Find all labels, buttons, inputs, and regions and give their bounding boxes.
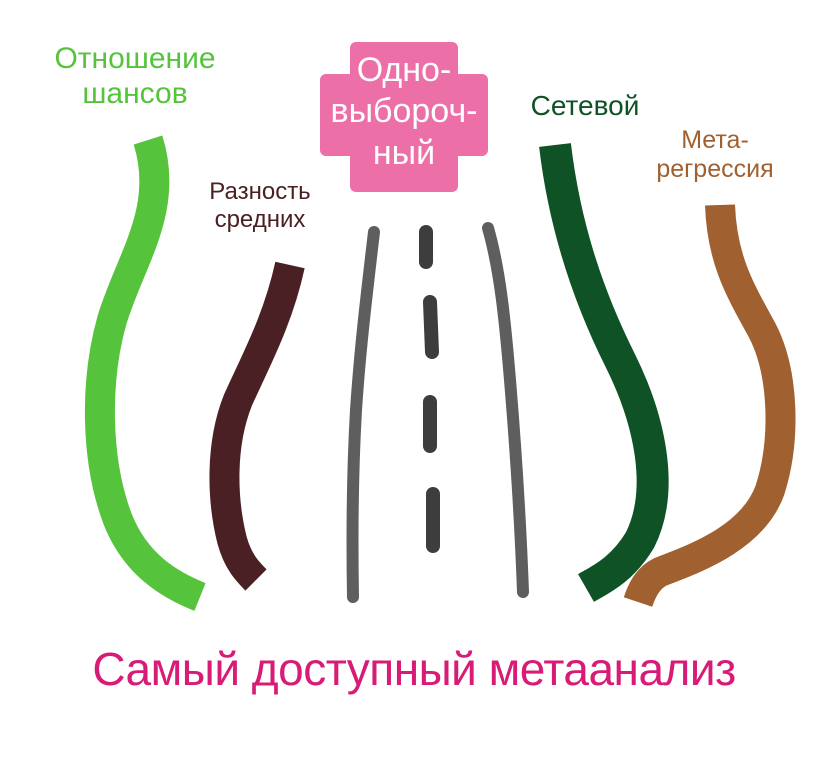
meta-regression-path <box>623 204 796 608</box>
odds-ratio-label: Отношение шансов <box>20 42 250 111</box>
meta-regression-label-line2: регрессия <box>656 154 774 183</box>
mean-difference-label-line2: средних <box>214 205 306 233</box>
mean-difference-label-line1: Разность <box>209 178 311 205</box>
one-sample-label-line1: Одно- <box>356 51 452 89</box>
odds-ratio-label-line1: Отношение <box>54 42 216 75</box>
one-sample-label-line2: выбороч- <box>330 92 478 131</box>
mean-difference-label: Разность средних <box>180 178 340 233</box>
diagram-title: Самый доступный метаанализ <box>92 643 736 695</box>
road-center-dashes <box>419 225 440 553</box>
one-sample-label-line3: ный <box>372 133 436 172</box>
network-label: Сетевой <box>530 90 640 121</box>
road-right-edge <box>482 222 529 598</box>
odds-ratio-label-line2: шансов <box>82 76 188 110</box>
mean-difference-path <box>209 261 305 591</box>
meta-regression-label-line1: Мета- <box>681 126 749 154</box>
network-path <box>539 143 669 602</box>
road-left-edge <box>346 226 380 603</box>
odds-ratio-path <box>84 135 206 611</box>
meta-regression-label: Мета- регрессия <box>630 126 800 184</box>
one-sample-badge: Одно- выбороч- ный <box>320 42 488 192</box>
one-sample-badge-horizontal <box>320 74 488 156</box>
one-sample-label: Одно- выбороч- ный <box>320 50 488 174</box>
road-dash <box>423 295 439 359</box>
